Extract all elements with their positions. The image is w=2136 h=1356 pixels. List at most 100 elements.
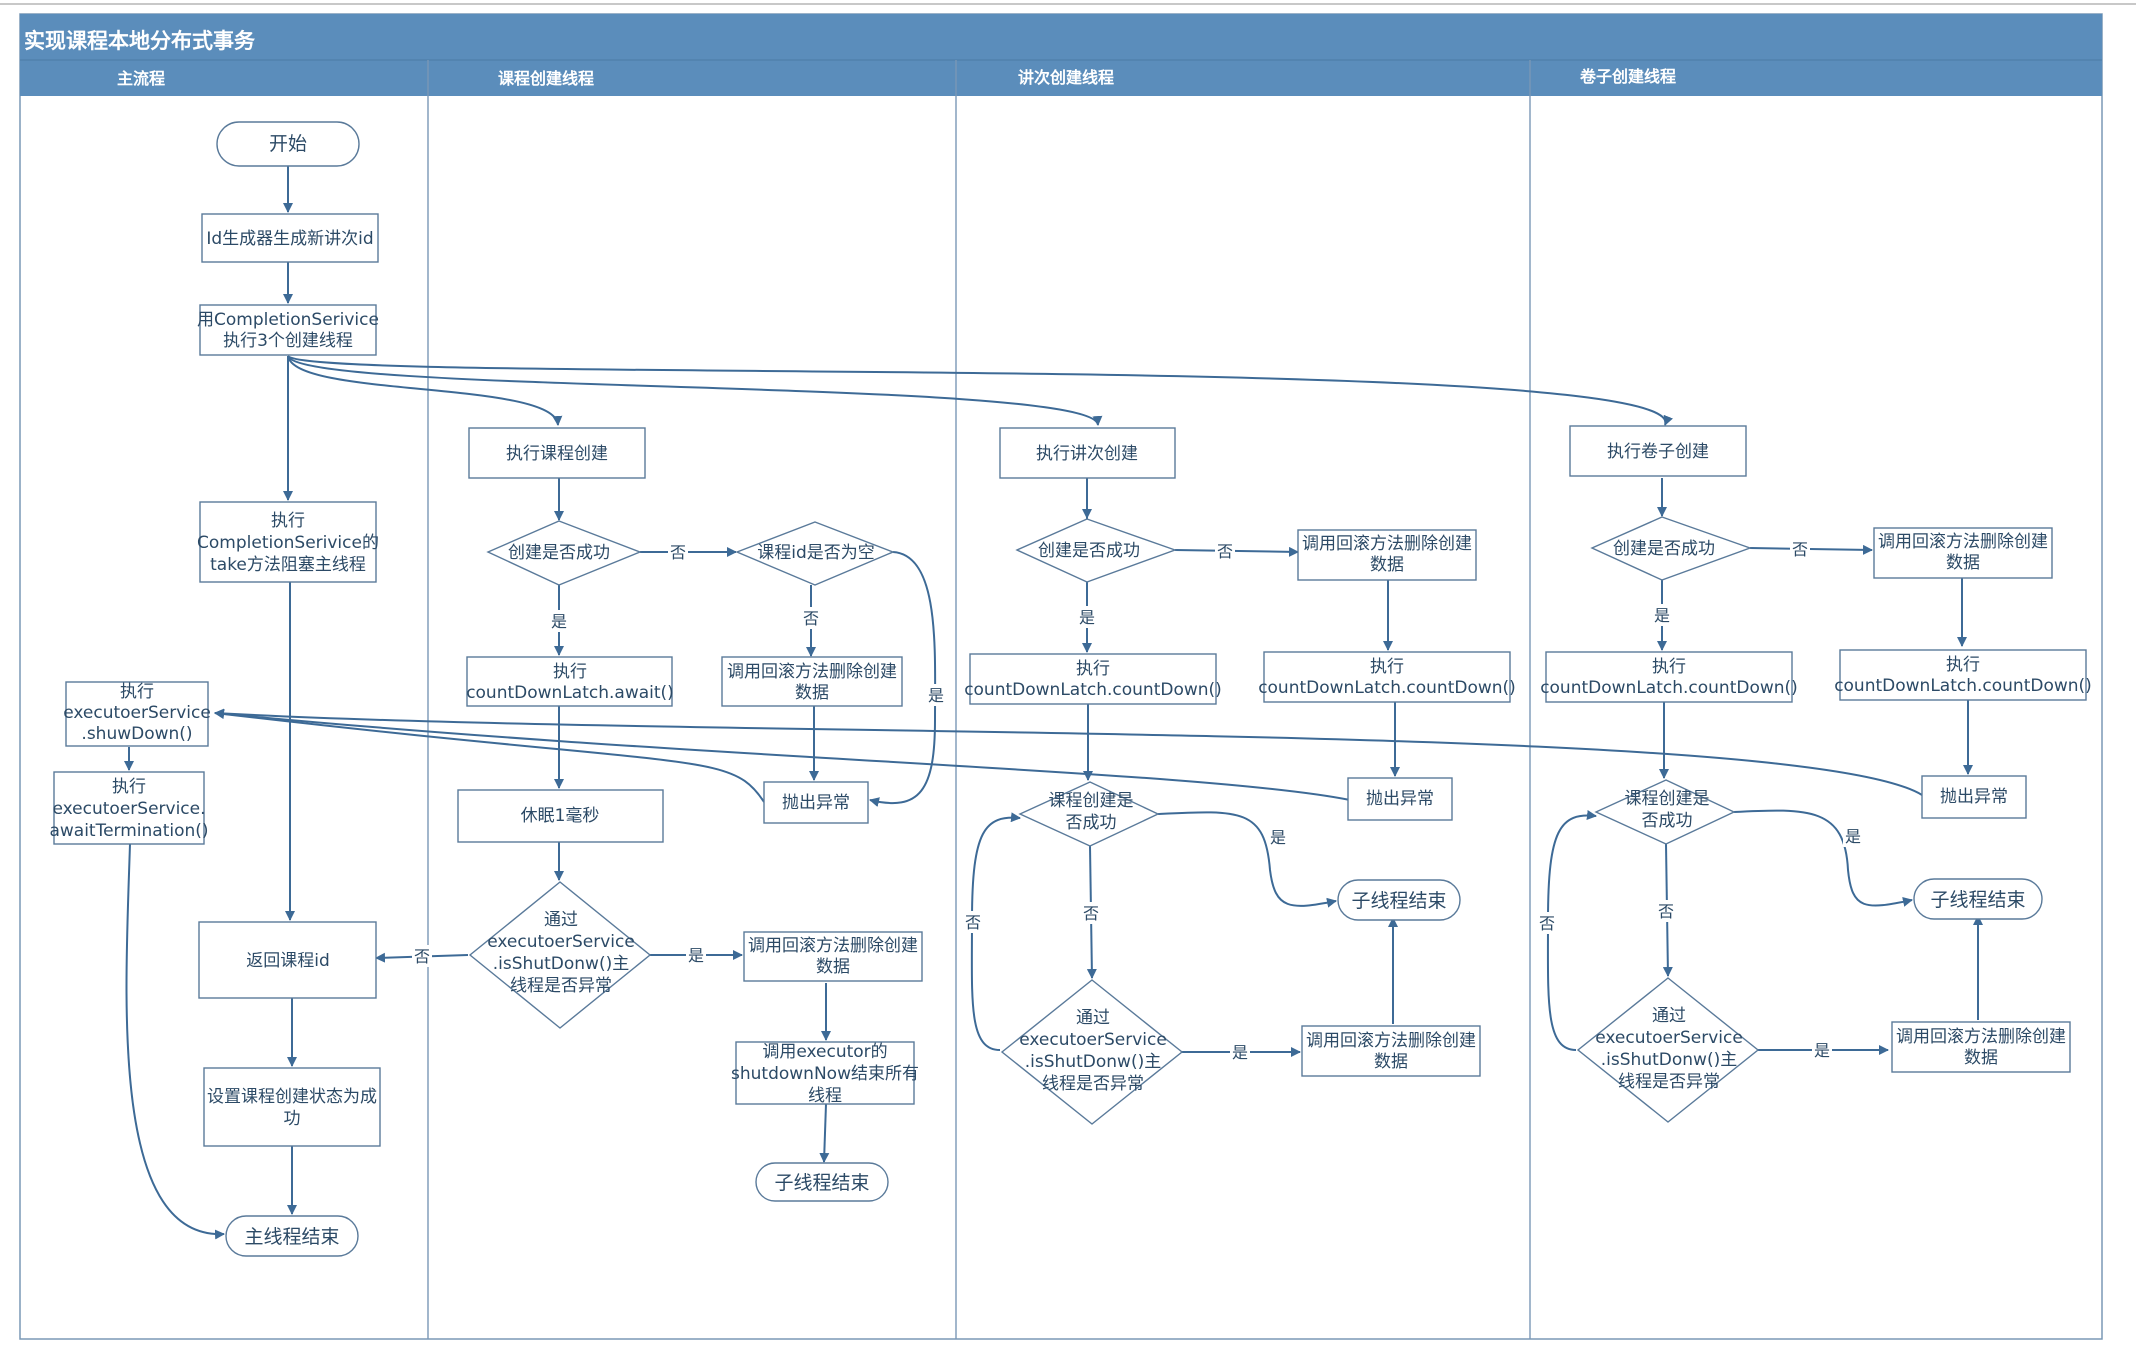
label-yes: 是: [1079, 608, 1095, 627]
course-throw-label: 抛出异常: [782, 793, 850, 813]
label-no: 否: [414, 947, 430, 966]
gen-id-box: Id生成器生成新讲次id: [201, 213, 379, 263]
lane-header-lecture: 讲次创建线程: [1018, 68, 1114, 87]
flow-edges: [124, 166, 1983, 1240]
start-terminal-label: 开始: [269, 133, 307, 155]
set-status-label: 设置课程创建状态为成功: [207, 1087, 377, 1129]
edge-p-ok-no: [1749, 544, 1873, 555]
gen-id-label: Id生成器生成新讲次id: [206, 229, 373, 249]
paper-throw-box: 抛出异常: [1921, 775, 2027, 819]
course-rollback2-label: 调用回滚方法删除创建数据: [748, 936, 918, 977]
lecture-course-ok-decision: 课程创建是否成功: [1018, 781, 1160, 847]
label-yes: 是: [928, 686, 944, 705]
lane-dividers: [427, 60, 1531, 1339]
edge-l-throw-shutdown: [214, 708, 1351, 801]
label-no: 否: [1217, 542, 1233, 561]
paper-rollback2-box: 调用回滚方法删除创建数据: [1891, 1021, 2071, 1073]
paper-end-terminal: 子线程结束: [1913, 878, 2043, 920]
set-status-box: 设置课程创建状态为成功: [203, 1067, 381, 1147]
edge-p-q-yes: [1733, 809, 1913, 907]
course-rollback-label: 调用回滚方法删除创建数据: [727, 662, 897, 703]
paper-course-ok-label: 课程创建是否成功: [1625, 789, 1710, 831]
lecture-ok-decision: 创建是否成功: [1015, 518, 1178, 583]
course-throw-box: 抛出异常: [763, 781, 869, 824]
edge-run-lecture: [287, 355, 1103, 426]
course-end-label: 子线程结束: [774, 1172, 869, 1194]
edge-l-q-yes: [1157, 811, 1337, 908]
paper-throw-label: 抛出异常: [1940, 787, 2008, 807]
paper-ok-label: 创建是否成功: [1613, 539, 1715, 559]
course-sleep-label: 休眠1毫秒: [521, 806, 600, 826]
lecture-throw-box: 抛出异常: [1347, 777, 1453, 821]
course-ok-label: 创建是否成功: [508, 543, 610, 563]
label-yes: 是: [688, 946, 704, 965]
diagram-title-bar: 实现课程本地分布式事务: [20, 14, 2102, 60]
course-rollback-box: 调用回滚方法删除创建数据: [721, 656, 903, 707]
edge-l-ok-no: [1174, 546, 1299, 557]
label-yes: 是: [1845, 827, 1861, 846]
course-end-terminal: 子线程结束: [755, 1162, 889, 1202]
edge-c-empty-yes: [869, 551, 937, 807]
course-ok-decision: 创建是否成功: [486, 520, 642, 586]
edge-p-throw-shutdown: [214, 708, 1923, 796]
course-rollback2-box: 调用回滚方法删除创建数据: [743, 931, 923, 982]
course-exec-label: 执行课程创建: [506, 444, 608, 464]
lane-header-course: 课程创建线程: [498, 69, 594, 88]
lane-header-bar: [20, 60, 2102, 96]
diagram-title: 实现课程本地分布式事务: [24, 29, 256, 53]
edge-run-course: [287, 355, 563, 426]
label-no: 否: [1658, 902, 1674, 921]
lecture-exec-label: 执行讲次创建: [1036, 444, 1138, 464]
edge-c-throw-shutdown: [214, 709, 765, 803]
label-no: 否: [803, 609, 819, 628]
course-sleep-box: 休眠1毫秒: [457, 789, 664, 843]
lecture-end-terminal: 子线程结束: [1337, 879, 1461, 921]
lecture-throw-label: 抛出异常: [1366, 789, 1434, 809]
label-no: 否: [1792, 540, 1808, 559]
label-no: 否: [1083, 904, 1099, 923]
paper-rollback2-label: 调用回滚方法删除创建数据: [1896, 1027, 2066, 1068]
course-exec-box: 执行课程创建: [468, 427, 646, 479]
lane-header-main: 主流程: [117, 69, 165, 88]
label-yes: 是: [1270, 828, 1286, 847]
paper-rollback-box: 调用回滚方法删除创建数据: [1873, 527, 2053, 579]
lecture-end-label: 子线程结束: [1351, 890, 1446, 912]
label-yes: 是: [551, 612, 567, 631]
paper-exec-box: 执行卷子创建: [1569, 425, 1747, 477]
course-id-empty-label: 课程id是否为空: [757, 543, 875, 563]
label-yes: 是: [1814, 1041, 1830, 1060]
paper-rollback-label: 调用回滚方法删除创建数据: [1878, 532, 2048, 573]
lane-headers: 主流程 课程创建线程 讲次创建线程 卷子创建线程: [117, 67, 1676, 88]
paper-ok-decision: 创建是否成功: [1590, 516, 1753, 581]
lecture-rollback-box: 调用回滚方法删除创建数据: [1297, 529, 1477, 581]
lecture-rollback-label: 调用回滚方法删除创建数据: [1302, 534, 1472, 575]
label-no: 否: [965, 913, 981, 932]
edge-labels: 否 是 否 是 是 否 否 是 是 否 否 是 否 是 是 否 否 是: [412, 538, 1863, 1063]
edge-c-shut-end: [819, 1103, 830, 1163]
paper-exec-label: 执行卷子创建: [1607, 442, 1709, 462]
lecture-rollback2-label: 调用回滚方法删除创建数据: [1306, 1031, 1476, 1072]
